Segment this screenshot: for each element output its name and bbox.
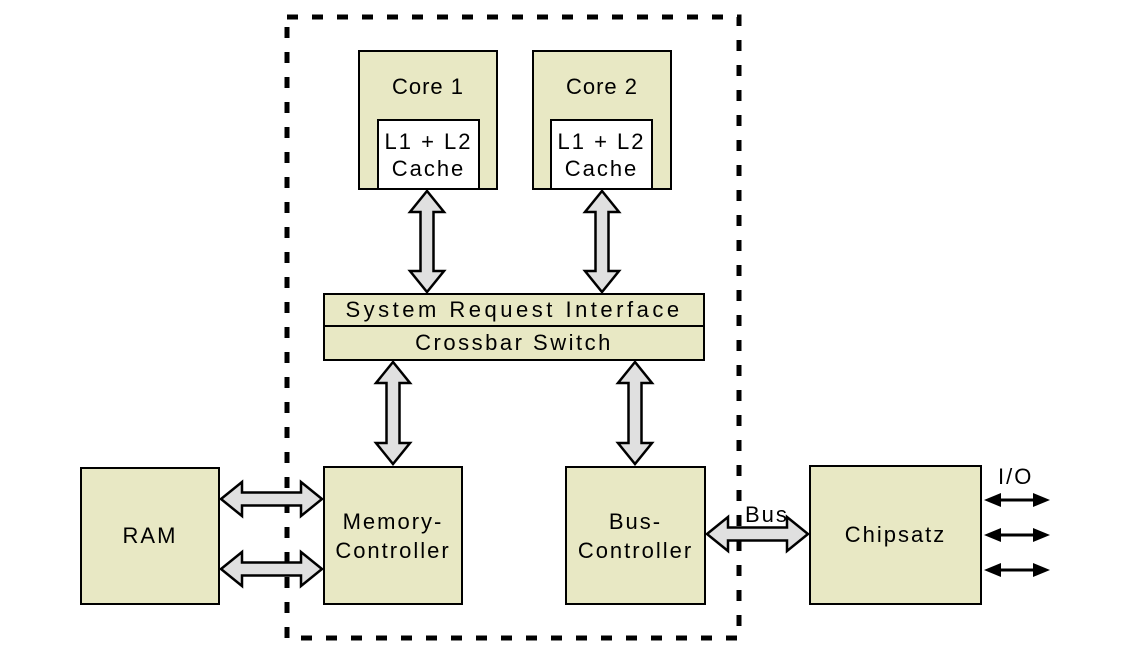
crossbar-switch-box: Crossbar Switch: [323, 325, 705, 361]
core-2-label: Core 2: [565, 74, 639, 99]
bus-controller-line2: Controller: [577, 537, 694, 563]
bus-controller-box: Bus- Controller: [565, 466, 706, 605]
core-1-cache-box: L1 + L2 Cache: [377, 119, 480, 190]
core-1-cache-line2: Cache: [391, 155, 466, 181]
ram-box: RAM: [80, 467, 220, 605]
double-arrow-core2-sri: [582, 189, 622, 294]
io-arrow-3: [984, 563, 1050, 577]
bus-controller-line1: Bus-: [608, 508, 663, 534]
core-1-cache-line1: L1 + L2: [384, 128, 473, 154]
memory-controller-box: Memory- Controller: [323, 466, 463, 605]
core-1-label: Core 1: [391, 74, 465, 99]
memory-controller-line2: Controller: [335, 537, 451, 563]
double-arrow-core1-sri: [407, 189, 447, 294]
core-2-cache-box: L1 + L2 Cache: [550, 119, 653, 190]
chipset-box: Chipsatz: [809, 465, 982, 605]
bus-connection-label: Bus: [745, 502, 789, 527]
double-arrow-crossbar-memory-controller: [373, 360, 413, 466]
double-arrow-crossbar-bus-controller: [615, 360, 655, 466]
double-arrow-bus-chipset: [705, 514, 810, 554]
core-2-cache-line2: Cache: [564, 155, 639, 181]
core-2-cache-line1: L1 + L2: [557, 128, 646, 154]
double-arrow-ram-memory-lower: [219, 549, 324, 589]
ram-label: RAM: [122, 523, 178, 548]
system-request-interface-label: System Request Interface: [345, 297, 683, 322]
crossbar-switch-label: Crossbar Switch: [415, 330, 613, 355]
io-connection-label: I/O: [998, 464, 1034, 489]
cpu-die-dashed-boundary: [284, 14, 742, 641]
memory-controller-line1: Memory-: [342, 508, 444, 534]
system-request-interface-box: System Request Interface: [323, 293, 705, 327]
io-arrow-2: [984, 528, 1050, 542]
chipset-label: Chipsatz: [844, 522, 947, 547]
io-arrow-1: [984, 493, 1050, 507]
double-arrow-ram-memory-upper: [219, 479, 324, 519]
